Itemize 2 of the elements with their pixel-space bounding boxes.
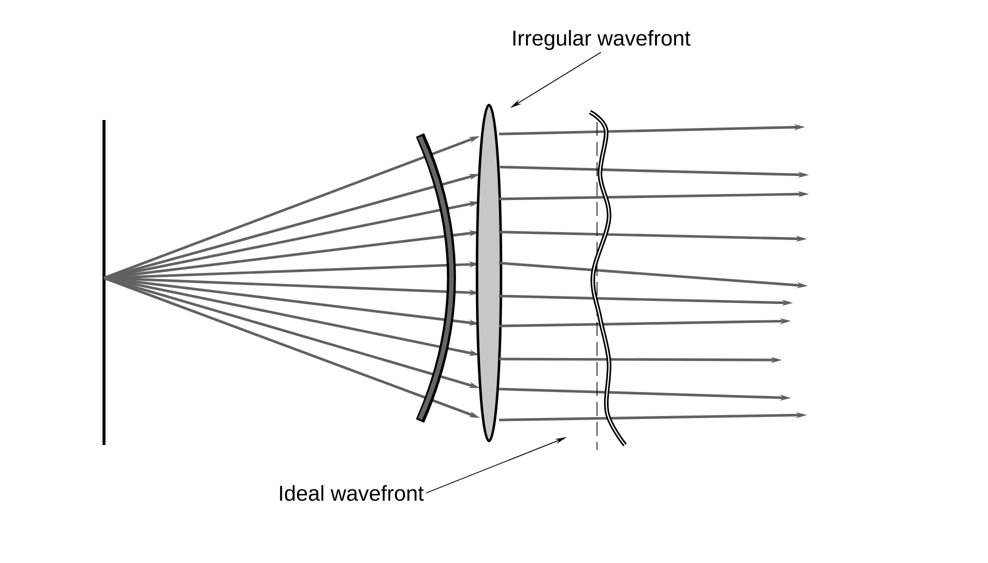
callout-label: Irregular wavefront [513,30,690,50]
callout-label: Ideal wavefront [280,485,424,501]
